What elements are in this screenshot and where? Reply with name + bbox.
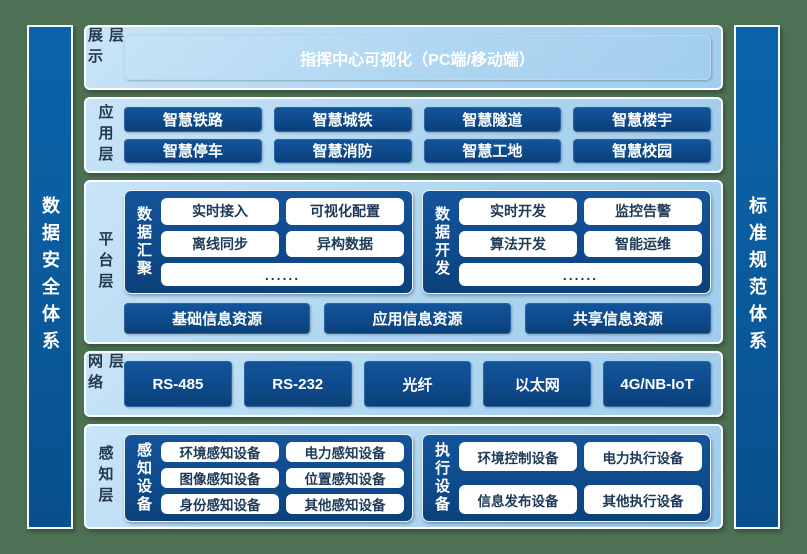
plat-item-visual-config: 可视化配置 <box>286 198 404 225</box>
app-item-smart-tunnel: 智慧隧道 <box>423 107 562 132</box>
plat-item-hetero-data: 异构数据 <box>286 230 404 258</box>
layer-perception-label: 感知层 <box>96 445 114 508</box>
plat-item-realtime-access: 实时接入 <box>161 198 279 225</box>
layer-network: 网络层 RS-485 RS-232 光纤 以太网 4G/NB-IoT <box>84 351 723 417</box>
application-grid: 智慧铁路 智慧城铁 智慧隧道 智慧楼宇 智慧停车 智慧消防 智慧工地 智慧校园 <box>124 107 711 163</box>
layer-perception: 感知层 感知设备 环境感知设备 电力感知设备 图像感知设备 位置感知设备 身份感… <box>84 424 723 529</box>
group-sensing-devices-title: 感知设备 <box>135 442 152 514</box>
plat-item-offline-sync: 离线同步 <box>161 230 279 258</box>
group-data-development-title: 数据开发 <box>433 206 450 278</box>
group-sensing-devices: 感知设备 环境感知设备 电力感知设备 图像感知设备 位置感知设备 身份感知设备 … <box>124 434 413 522</box>
layer-network-label: 网络层 <box>86 353 124 395</box>
net-item-fiber: 光纤 <box>363 361 472 407</box>
pillar-standards-label: 标准规范体系 <box>747 196 767 358</box>
plat-item-aggregation-more: ...... <box>161 263 404 286</box>
layer-application: 应用层 智慧铁路 智慧城铁 智慧隧道 智慧楼宇 智慧停车 智慧消防 智慧工地 智… <box>84 97 723 173</box>
exec-item-other-exec: 其他执行设备 <box>584 485 702 514</box>
group-data-aggregation-title: 数据汇聚 <box>135 206 152 278</box>
layer-display-label: 展示层 <box>86 27 124 69</box>
layer-display: 展示层 指挥中心可视化（PC端/移动端） <box>84 25 723 90</box>
plat-item-realtime-dev: 实时开发 <box>459 198 577 225</box>
exec-item-info-publish: 信息发布设备 <box>459 485 577 514</box>
perc-item-env-sensing: 环境感知设备 <box>161 442 279 462</box>
app-item-smart-site: 智慧工地 <box>423 138 562 163</box>
net-item-4g-nbiot: 4G/NB-IoT <box>603 361 711 407</box>
perc-item-identity-sensing: 身份感知设备 <box>161 494 279 514</box>
net-item-rs232: RS-232 <box>243 361 352 407</box>
platform-resources: 基础信息资源 应用信息资源 共享信息资源 <box>124 303 711 334</box>
display-main-box: 指挥中心可视化（PC端/移动端） <box>124 35 711 80</box>
pillar-data-security: 数据安全体系 <box>27 25 73 529</box>
layer-platform-label: 平台层 <box>96 230 114 294</box>
plat-item-monitor-alert: 监控告警 <box>584 198 702 225</box>
perc-item-location-sensing: 位置感知设备 <box>286 468 404 488</box>
resource-basic-info: 基础信息资源 <box>124 303 311 334</box>
net-item-rs485: RS-485 <box>124 361 232 407</box>
layer-platform: 平台层 数据汇聚 实时接入 可视化配置 离线同步 异构数据 ...... <box>84 180 723 344</box>
app-item-smart-parking: 智慧停车 <box>124 138 262 163</box>
app-item-smart-metro: 智慧城铁 <box>273 107 412 132</box>
app-item-smart-fire: 智慧消防 <box>273 138 412 163</box>
group-actuator-devices-title: 执行设备 <box>433 442 450 514</box>
perc-item-other-sensing: 其他感知设备 <box>286 494 404 514</box>
exec-item-power-exec: 电力执行设备 <box>584 442 702 471</box>
resource-shared-info: 共享信息资源 <box>524 303 711 334</box>
app-item-smart-building: 智慧楼宇 <box>573 107 711 132</box>
group-data-aggregation: 数据汇聚 实时接入 可视化配置 离线同步 异构数据 ...... <box>124 190 413 294</box>
layer-application-label: 应用层 <box>96 103 114 167</box>
exec-item-env-control: 环境控制设备 <box>459 442 577 471</box>
plat-item-development-more: ...... <box>459 263 702 286</box>
layer-stack: 展示层 指挥中心可视化（PC端/移动端） 应用层 智慧铁路 智慧城铁 智慧隧道 … <box>84 25 723 529</box>
plat-item-algorithm-dev: 算法开发 <box>459 230 577 258</box>
perc-item-power-sensing: 电力感知设备 <box>286 442 404 462</box>
app-item-smart-campus: 智慧校园 <box>573 138 711 163</box>
net-item-ethernet: 以太网 <box>483 361 592 407</box>
pillar-standards: 标准规范体系 <box>734 25 780 529</box>
plat-item-intelligent-ops: 智能运维 <box>584 230 702 258</box>
network-grid: RS-485 RS-232 光纤 以太网 4G/NB-IoT <box>124 361 711 407</box>
group-data-development: 数据开发 实时开发 监控告警 算法开发 智能运维 ...... <box>422 190 711 294</box>
resource-application-info: 应用信息资源 <box>324 303 511 334</box>
perc-item-image-sensing: 图像感知设备 <box>161 468 279 488</box>
app-item-smart-railway: 智慧铁路 <box>124 107 262 132</box>
group-actuator-devices: 执行设备 环境控制设备 电力执行设备 信息发布设备 其他执行设备 <box>422 434 711 522</box>
pillar-data-security-label: 数据安全体系 <box>40 196 60 358</box>
